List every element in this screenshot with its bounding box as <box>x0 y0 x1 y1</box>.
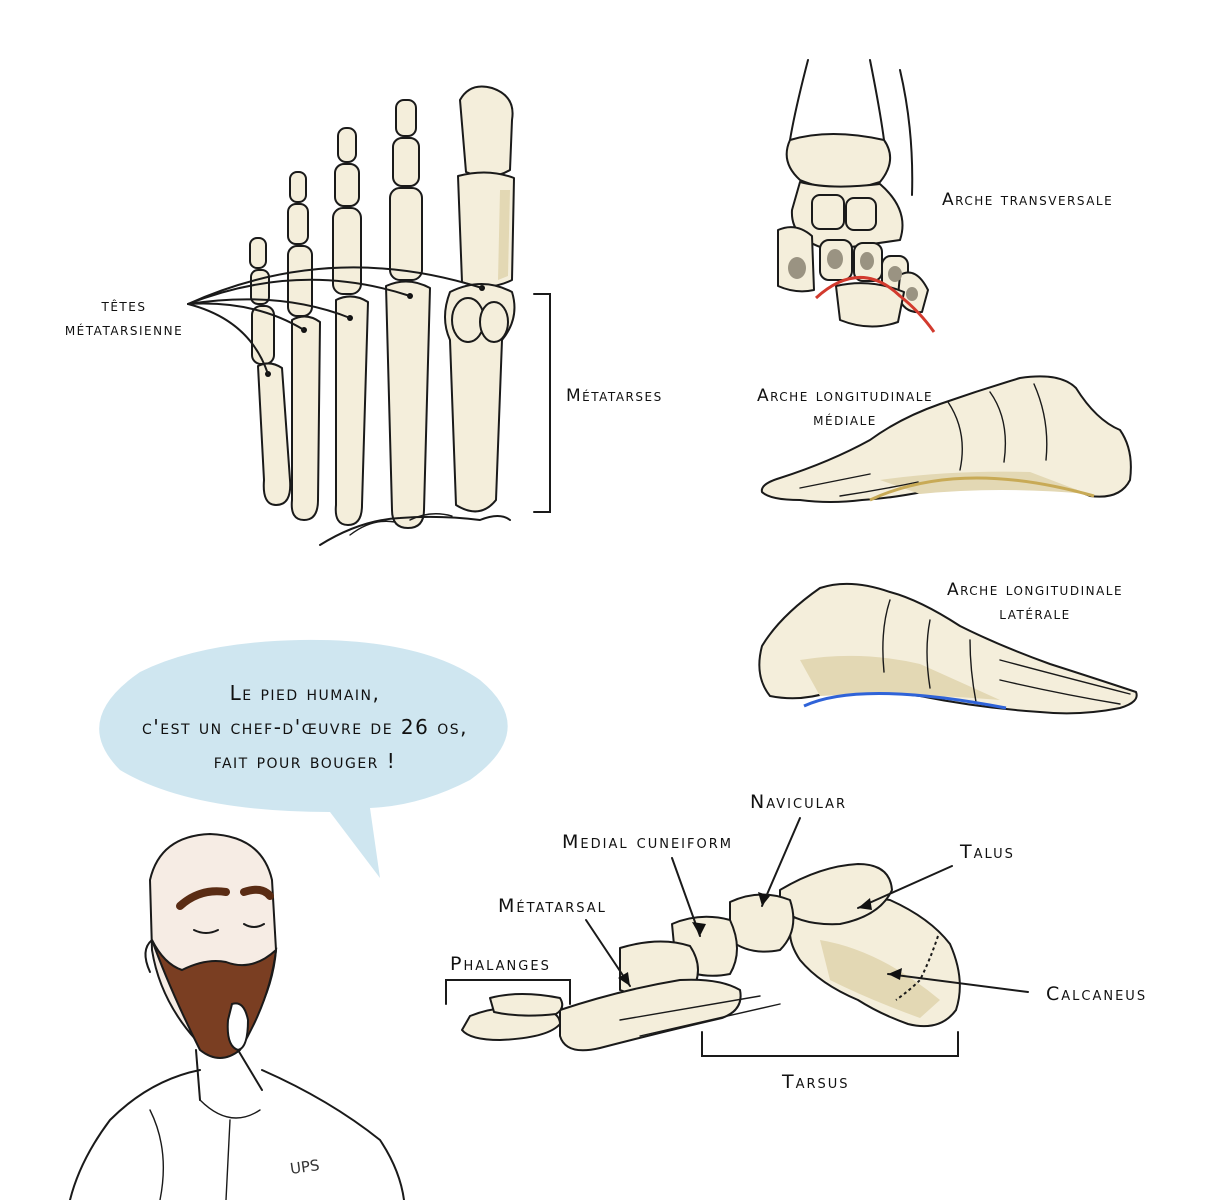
speech-line-1: Le pied humain, <box>229 681 381 705</box>
label-calcaneus: Calcaneus <box>1046 983 1148 1005</box>
label-tetes-line2: métatarsienne <box>64 320 184 340</box>
lateral-arch-line <box>803 691 1007 710</box>
toe-3 <box>332 127 369 526</box>
label-arche-medial-line1: Arche longitudinale <box>756 386 934 406</box>
transverse-arch-line <box>814 276 936 333</box>
label-tetes-line1: têtes <box>101 296 147 316</box>
speech-bubble <box>99 639 508 878</box>
label-arche-medial-line2: médiale <box>813 410 877 430</box>
label-phalanges: Phalanges <box>450 953 551 975</box>
label-arche-laterale-line1: Arche longitudinale <box>946 580 1124 600</box>
label-metatarsal: Métatarsal <box>498 895 607 917</box>
lateral-arch-drawing <box>758 582 1138 715</box>
label-medial-cuneiform: Medial cuneiform <box>562 831 733 853</box>
label-navicular: Navicular <box>750 791 848 813</box>
toe-5 <box>249 237 292 506</box>
speech-line-2: c'est un chef-d'œuvre de 26 os, <box>142 715 468 739</box>
label-tetes-metatarsienne: têtes métatarsienne <box>62 294 186 342</box>
medial-arch-drawing <box>760 375 1132 503</box>
label-arche-laterale-line2: latérale <box>999 604 1071 624</box>
toe-1 <box>444 85 516 513</box>
label-arche-laterale: Arche longitudinale latérale <box>940 578 1130 626</box>
lateral-foot-skeleton <box>445 817 1029 1057</box>
toe-2 <box>385 99 431 529</box>
transverse-arch-drawing <box>777 59 936 333</box>
speech-line-3: fait pour bouger ! <box>213 749 397 773</box>
character-bald-bearded-man <box>69 832 405 1200</box>
dorsal-foot-drawing <box>187 85 551 546</box>
label-arche-transversale: Arche transversale <box>942 190 1114 210</box>
label-tarsus: Tarsus <box>782 1071 850 1093</box>
medial-arch-line <box>869 476 1095 502</box>
label-arche-medial: Arche longitudinale médiale <box>750 384 940 432</box>
speech-bubble-text: Le pied humain, c'est un chef-d'œuvre de… <box>110 676 500 778</box>
label-talus: Talus <box>960 841 1015 863</box>
toe-4 <box>287 171 321 521</box>
label-metatarses: Métatarses <box>566 386 663 406</box>
